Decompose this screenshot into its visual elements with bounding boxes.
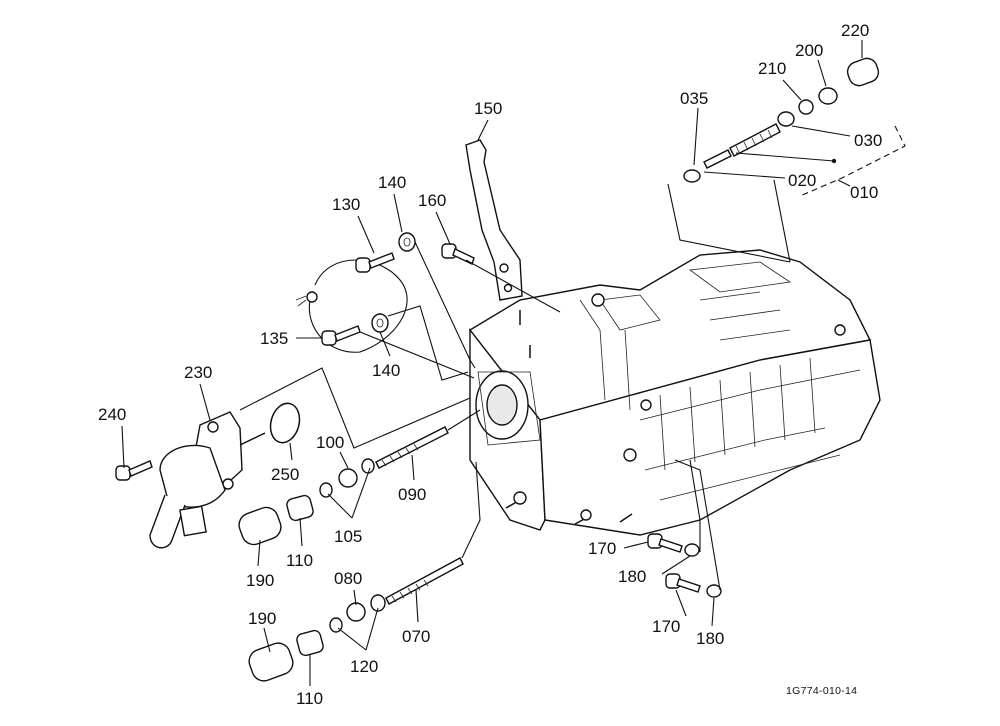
leader-lines: [121, 40, 906, 686]
label-250: 250: [271, 465, 299, 484]
washer-180-lower: [706, 584, 722, 598]
label-030: 030: [854, 131, 882, 150]
label-160: 160: [418, 191, 446, 210]
label-210: 210: [758, 59, 786, 78]
label-140-bottom: 140: [372, 361, 400, 380]
label-240: 240: [98, 405, 126, 424]
nut-140-top: [398, 232, 416, 252]
label-220: 220: [841, 21, 869, 40]
label-090: 090: [398, 485, 426, 504]
label-140-top: 140: [378, 173, 406, 192]
label-150: 150: [474, 99, 502, 118]
label-230: 230: [184, 363, 212, 382]
label-010: 010: [850, 183, 878, 202]
label-190-lower: 190: [248, 609, 276, 628]
label-180-lower: 180: [696, 629, 724, 648]
bolt-170-upper: [647, 533, 683, 553]
stop-lever-bracket: [465, 139, 523, 301]
label-170-lower: 170: [652, 617, 680, 636]
bolt-240: [115, 460, 153, 481]
label-100: 100: [316, 433, 344, 452]
spring-pin-assembly: [683, 57, 880, 183]
label-180-upper: 180: [618, 567, 646, 586]
label-135: 135: [260, 329, 288, 348]
nut-140-bottom: [371, 313, 389, 333]
label-200: 200: [795, 41, 823, 60]
label-110-lower: 110: [296, 689, 323, 708]
rod-assembly-lower: [248, 557, 464, 682]
part-labels: 220 200 210 035 030 020 010 150 140 130 …: [98, 21, 882, 708]
label-190-upper: 190: [246, 571, 274, 590]
label-120: 120: [350, 657, 378, 676]
washer-180-upper: [684, 543, 700, 557]
o-ring-250: [269, 402, 301, 444]
bolt-170-lower: [665, 573, 701, 593]
label-080: 080: [334, 569, 362, 588]
pump-housing: [468, 249, 881, 536]
label-020: 020: [788, 171, 816, 190]
diagram-code: 1G774-010-14: [786, 685, 857, 697]
label-170-upper: 170: [588, 539, 616, 558]
bolt-130: [355, 252, 395, 273]
rod-assembly-upper: [238, 426, 449, 546]
bolt-160: [441, 243, 475, 265]
label-035: 035: [680, 89, 708, 108]
label-110-upper: 110: [286, 551, 313, 570]
label-130: 130: [332, 195, 360, 214]
bolt-135: [321, 325, 361, 346]
label-070: 070: [402, 627, 430, 646]
label-105: 105: [334, 527, 362, 546]
stop-solenoid: [149, 411, 266, 549]
